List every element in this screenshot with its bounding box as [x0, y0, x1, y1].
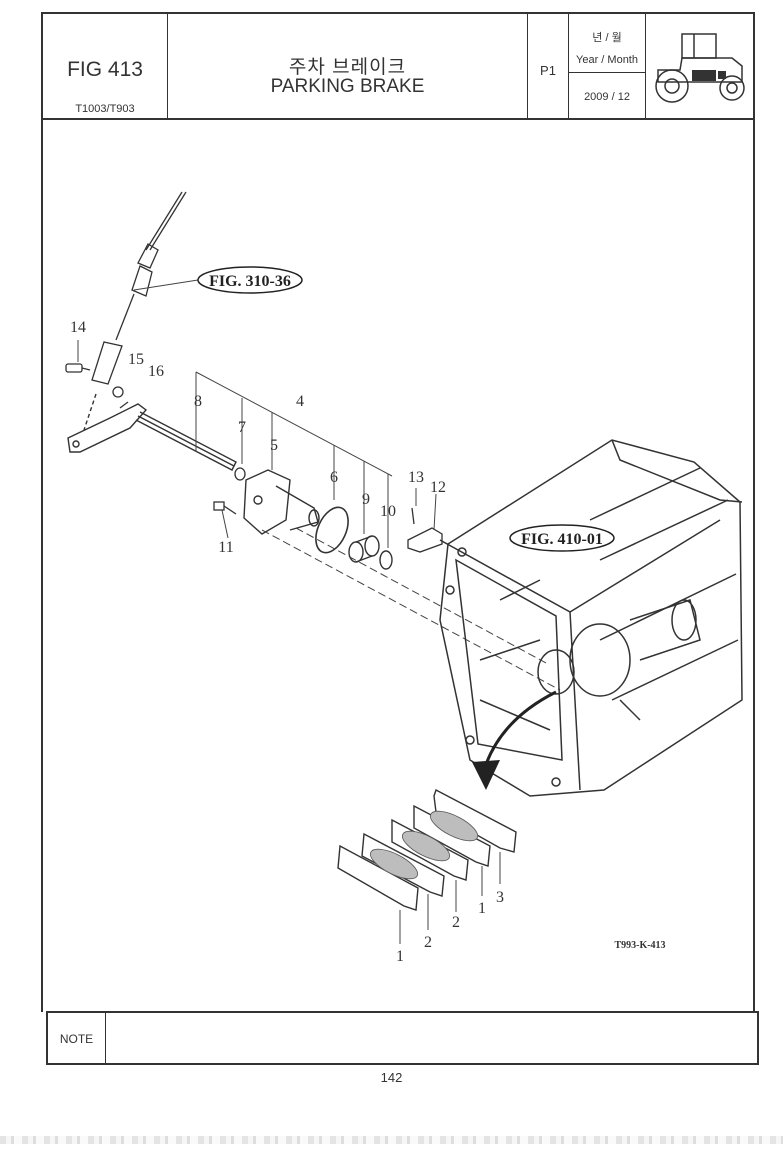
fig-ref-310-36[interactable]: FIG. 310-36 [197, 266, 303, 294]
part-label-3: 3 [496, 889, 504, 906]
date-divider [569, 72, 645, 73]
part-label-4: 4 [296, 393, 304, 410]
bushing [348, 535, 380, 563]
model-codes: T1003/T903 [75, 103, 135, 115]
o-ring-large [315, 506, 349, 554]
date-label-korean: 년 / 월 [592, 32, 622, 44]
page-number: 142 [380, 1070, 403, 1085]
leader-lines [77, 279, 437, 548]
bolt [213, 501, 237, 515]
parking-lever [67, 393, 237, 471]
date-value: 2009 / 12 [584, 91, 630, 103]
assembly-guide-lines [261, 527, 561, 691]
brake-plates [337, 788, 517, 911]
part-label-16: 16 [148, 363, 164, 380]
title-cell: 주차 브레이크 PARKING BRAKE [168, 14, 528, 118]
tractor-icon [655, 33, 745, 103]
part-label-5: 5 [270, 437, 278, 454]
washer [112, 386, 124, 398]
transmission-case [439, 439, 743, 797]
brake-housing [243, 469, 320, 535]
drawing-frame [41, 120, 755, 1012]
date-label-english: Year / Month [576, 54, 638, 66]
title-english: PARKING BRAKE [270, 76, 425, 97]
friction-lining [369, 810, 479, 880]
o-ring-small [234, 467, 246, 481]
fig-ref-410-01[interactable]: FIG. 410-01 [509, 524, 615, 552]
part-label-2b: 2 [452, 914, 460, 931]
part-label-8: 8 [194, 393, 202, 410]
part-label-10: 10 [380, 503, 396, 520]
page-ref: P1 [540, 63, 556, 78]
figure-cell: FIG 413 T1003/T903 [43, 14, 168, 118]
fig-ref-label-1: FIG. 310-36 [209, 273, 291, 290]
part-label-13: 13 [408, 469, 424, 486]
note-box: NOTE [46, 1011, 759, 1065]
snap-ring [379, 550, 393, 570]
detail-arrow [472, 690, 557, 790]
bracket [407, 527, 443, 553]
cotter-pin [119, 401, 129, 409]
brake-cable [91, 191, 187, 385]
screw [411, 507, 415, 525]
part-label-11: 11 [218, 539, 233, 556]
figure-number: FIG 413 [67, 58, 143, 81]
part-label-9: 9 [362, 491, 370, 508]
part-number-labels: 14 15 16 8 7 5 4 6 9 10 11 13 12 1 2 2 1… [70, 319, 666, 965]
part-label-15: 15 [128, 351, 144, 368]
page-ref-cell: P1 [528, 14, 569, 118]
part-label-7: 7 [238, 419, 246, 436]
part-label-2a: 2 [424, 934, 432, 951]
part-label-1a: 1 [396, 948, 404, 965]
part-label-6: 6 [330, 469, 338, 486]
note-label-cell: NOTE [48, 1013, 106, 1063]
title-block: FIG 413 T1003/T903 주차 브레이크 PARKING BRAKE… [41, 12, 755, 120]
pin [65, 363, 91, 373]
logo-cell [646, 14, 753, 118]
fig-ref-label-2: FIG. 410-01 [521, 531, 603, 548]
drawing-code: T993-K-413 [614, 940, 665, 951]
part-label-12: 12 [430, 479, 446, 496]
plate-leader-lines [399, 852, 501, 944]
title-korean: 주차 브레이크 [288, 57, 407, 78]
part-label-14: 14 [70, 319, 86, 336]
note-label: NOTE [59, 1032, 94, 1046]
scan-artifact-strip [0, 1136, 783, 1144]
date-cell: 년 / 월 Year / Month 2009 / 12 [569, 14, 646, 118]
part-label-1b: 1 [478, 900, 486, 917]
